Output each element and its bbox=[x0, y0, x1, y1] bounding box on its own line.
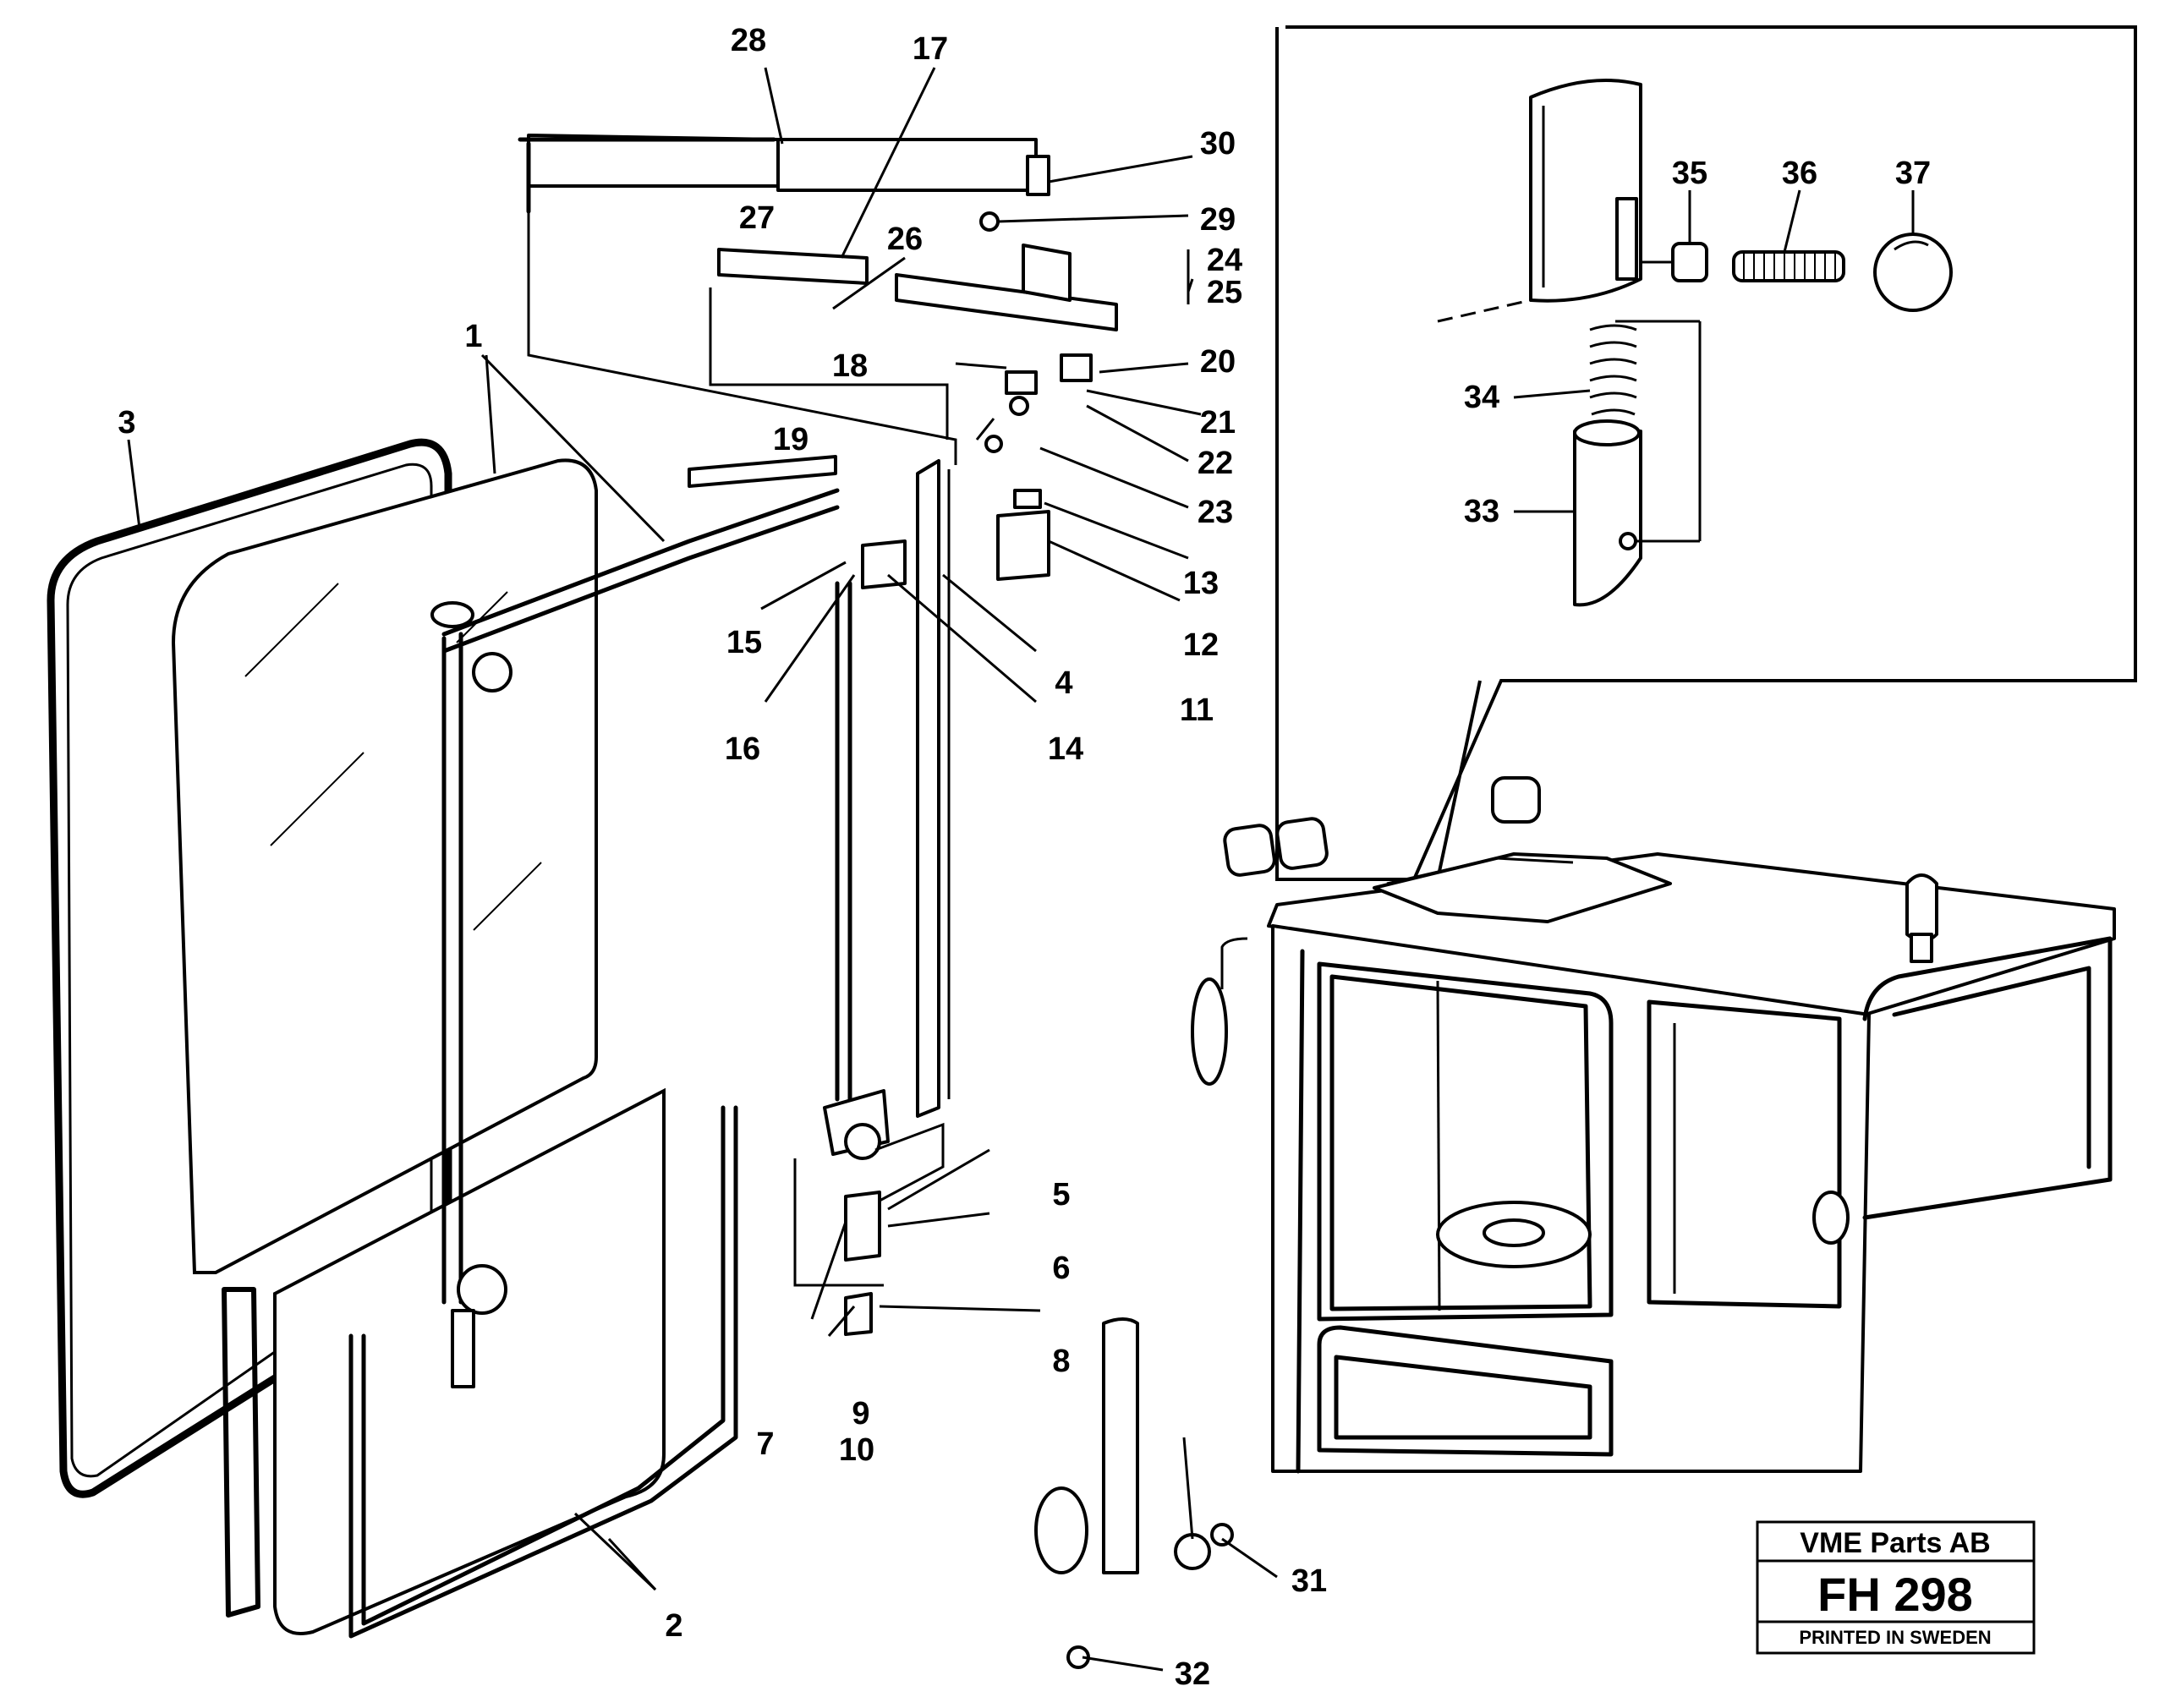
callout-14: 14 bbox=[1048, 731, 1083, 767]
callout-labels: 1 2 3 4 5 6 7 8 9 10 11 12 13 14 15 16 1… bbox=[118, 23, 1931, 1692]
callout-23: 23 bbox=[1198, 495, 1233, 530]
callout-21: 21 bbox=[1200, 405, 1236, 441]
title-stamp: VME Parts AB FH 298 PRINTED IN SWEDEN bbox=[1756, 1520, 2036, 1655]
callout-30: 30 bbox=[1200, 126, 1236, 161]
stamp-code: FH 298 bbox=[1817, 1568, 1973, 1621]
callout-36: 36 bbox=[1782, 156, 1817, 191]
callout-13: 13 bbox=[1183, 566, 1219, 601]
callout-15: 15 bbox=[726, 625, 762, 660]
callout-28: 28 bbox=[731, 23, 766, 58]
spring-36 bbox=[1732, 250, 1845, 282]
callout-24: 24 bbox=[1207, 243, 1242, 278]
callout-2: 2 bbox=[665, 1608, 682, 1644]
callout-31: 31 bbox=[1291, 1563, 1327, 1599]
callout-7: 7 bbox=[756, 1426, 774, 1462]
callout-19: 19 bbox=[773, 422, 808, 457]
leader-lines bbox=[127, 67, 1278, 1672]
callout-5: 5 bbox=[1052, 1177, 1070, 1213]
detail-inset bbox=[1275, 25, 2137, 881]
stamp-company: VME Parts AB bbox=[1800, 1527, 1990, 1559]
callout-27: 27 bbox=[739, 200, 775, 236]
cab-assembly bbox=[1191, 776, 2116, 1474]
callout-37: 37 bbox=[1895, 156, 1931, 191]
callout-25: 25 bbox=[1207, 275, 1242, 310]
callout-32: 32 bbox=[1175, 1656, 1210, 1692]
callout-6: 6 bbox=[1052, 1251, 1070, 1286]
callout-9: 9 bbox=[852, 1396, 869, 1432]
callout-8: 8 bbox=[1052, 1344, 1070, 1379]
spring-34 bbox=[1589, 324, 1637, 416]
callout-10: 10 bbox=[839, 1432, 874, 1468]
stamp-footer: PRINTED IN SWEDEN bbox=[1799, 1627, 1991, 1648]
callout-33: 33 bbox=[1464, 494, 1499, 529]
callout-11: 11 bbox=[1180, 693, 1214, 728]
callout-35: 35 bbox=[1672, 156, 1707, 191]
callout-34: 34 bbox=[1464, 380, 1499, 415]
callout-26: 26 bbox=[887, 222, 923, 257]
callout-22: 22 bbox=[1198, 446, 1233, 481]
callout-12: 12 bbox=[1183, 627, 1219, 663]
callout-4: 4 bbox=[1055, 665, 1072, 701]
callout-3: 3 bbox=[118, 405, 135, 441]
callout-29: 29 bbox=[1200, 202, 1236, 238]
window-seal-3 bbox=[47, 438, 452, 1498]
linkage-assembly bbox=[430, 134, 1234, 1669]
upper-glass-1 bbox=[171, 458, 598, 1274]
callout-16: 16 bbox=[725, 731, 760, 767]
callout-20: 20 bbox=[1200, 344, 1236, 380]
callout-18: 18 bbox=[832, 348, 868, 384]
callout-1: 1 bbox=[464, 319, 482, 354]
callout-17: 17 bbox=[913, 31, 948, 67]
